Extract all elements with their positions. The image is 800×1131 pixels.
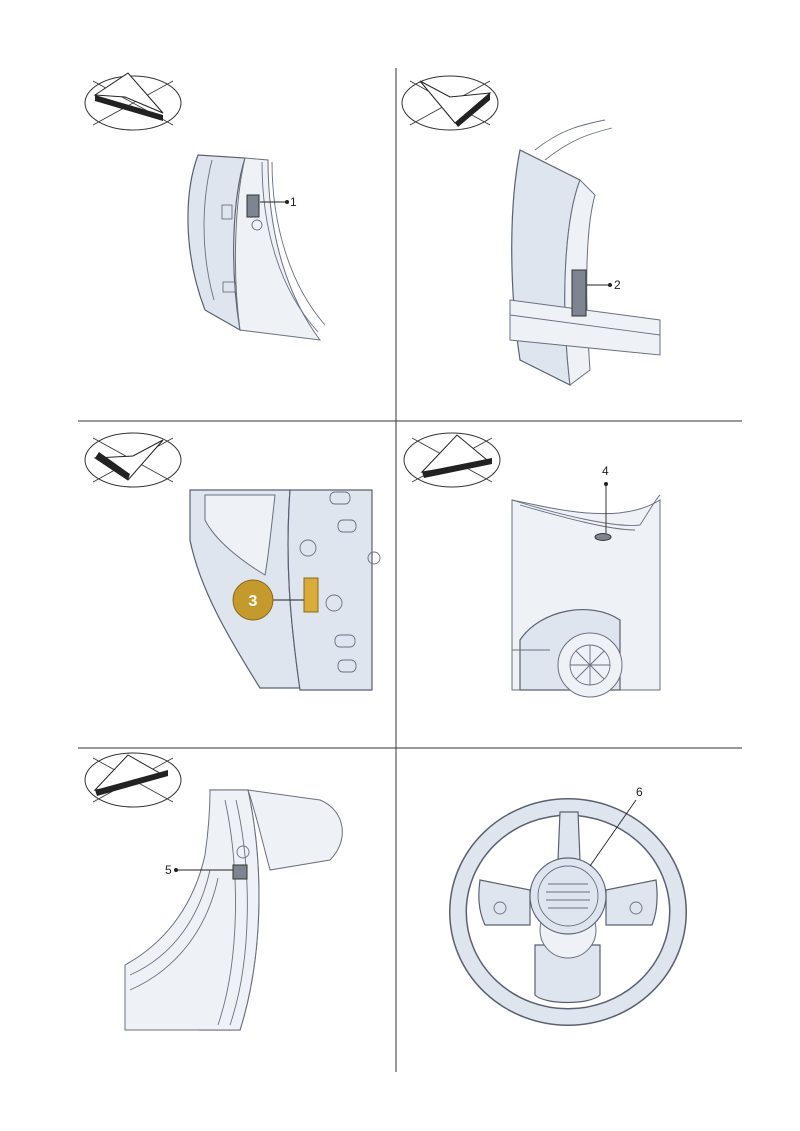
panel-5: 5 <box>84 752 343 1031</box>
door-frame-illustration <box>189 489 381 691</box>
front-fender-illustration <box>511 494 661 698</box>
label-2 <box>571 269 587 317</box>
callout-2: 2 <box>614 278 621 292</box>
panel-4: 4 <box>403 432 661 698</box>
label-3-highlight <box>303 577 319 613</box>
view-direction-icon <box>403 432 501 488</box>
callout-3: 3 <box>249 593 258 610</box>
open-door-illustration <box>509 119 661 387</box>
panel-3: 3 <box>84 432 381 691</box>
panel-grid <box>78 68 742 1072</box>
steering-wheel-illustration <box>449 798 687 1026</box>
panel-1: 1 <box>84 72 326 341</box>
view-direction-icon <box>84 72 182 131</box>
label-4 <box>594 533 612 541</box>
callout-5: 5 <box>165 863 172 877</box>
callout-1: 1 <box>290 195 297 209</box>
view-direction-icon <box>84 752 182 808</box>
panel-6: 6 <box>449 785 687 1026</box>
callout-badge-3: 3 <box>232 579 274 621</box>
label-5 <box>232 864 248 880</box>
c-pillar-illustration <box>124 789 343 1031</box>
callout-6: 6 <box>636 785 643 799</box>
view-direction-icon <box>401 75 499 131</box>
panel-2: 2 <box>401 75 661 387</box>
view-direction-icon <box>84 432 182 488</box>
callout-4: 4 <box>602 464 609 478</box>
b-pillar-illustration <box>187 154 326 341</box>
label-1 <box>246 194 260 218</box>
